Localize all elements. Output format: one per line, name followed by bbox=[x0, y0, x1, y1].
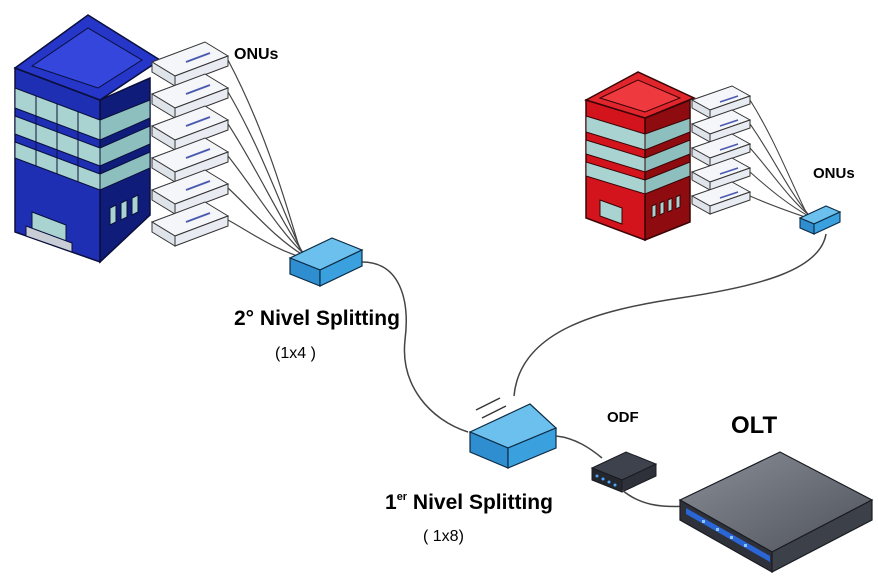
left-building bbox=[13, 14, 162, 264]
right-drop-fibers bbox=[749, 99, 815, 221]
onus-right-label: ONUs bbox=[813, 165, 855, 182]
splitter-level-2 bbox=[288, 237, 364, 287]
splitter-right-building bbox=[798, 205, 842, 235]
left-drop-fibers bbox=[227, 59, 311, 261]
level2-splitting-title: 2° Nivel Splitting bbox=[234, 307, 400, 330]
level1-number: 1 bbox=[385, 491, 397, 514]
level1-splitting-ratio: ( 1x8) bbox=[423, 528, 464, 545]
olt-chassis bbox=[678, 451, 874, 574]
right-building bbox=[584, 71, 696, 242]
onus-left-label: ONUs bbox=[234, 46, 279, 63]
fiber-level1-to-odf bbox=[555, 435, 603, 459]
right-onu-stack bbox=[690, 85, 752, 215]
odf-unit bbox=[590, 451, 658, 493]
level1-text: Nivel Splitting bbox=[407, 491, 553, 514]
fiber-level1-to-right bbox=[513, 233, 827, 397]
olt-label: OLT bbox=[731, 412, 778, 439]
splitter-level-1 bbox=[468, 397, 558, 469]
level2-splitting-ratio: (1x4 ) bbox=[275, 345, 316, 362]
left-onu-stack bbox=[150, 41, 230, 247]
odf-label: ODF bbox=[607, 409, 639, 426]
level1-ordinal: er bbox=[396, 491, 408, 503]
fiber-level2-to-level1 bbox=[361, 261, 469, 433]
level1-splitting-title: 1er Nivel Splitting bbox=[385, 491, 553, 515]
